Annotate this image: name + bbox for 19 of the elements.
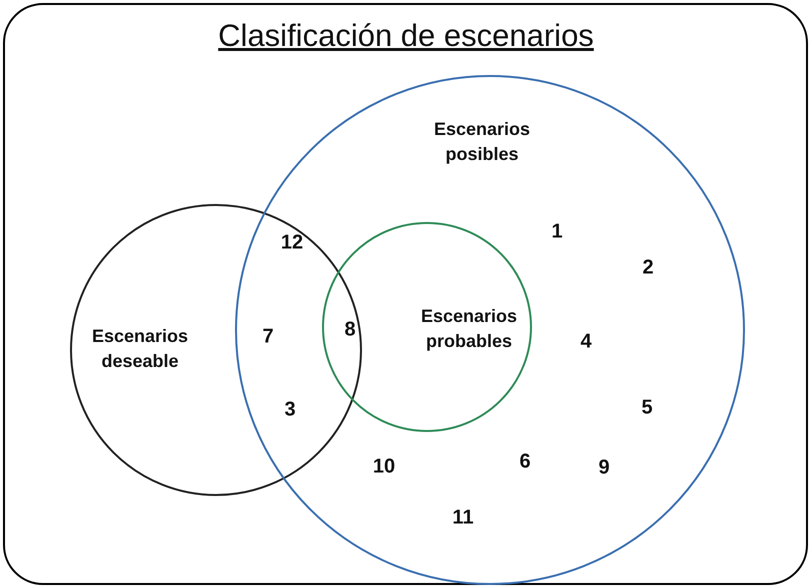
set-circle [235, 75, 745, 585]
set-circle [70, 204, 362, 496]
scenario-number: 9 [598, 456, 610, 480]
set-circle [322, 222, 532, 432]
set-label: Escenarios deseable [90, 325, 190, 374]
scenario-number: 12 [280, 232, 304, 254]
scenario-number: 4 [580, 330, 592, 354]
scenario-number: 2 [642, 256, 654, 280]
scenario-number: 1 [551, 220, 563, 244]
scenario-number: 8 [344, 318, 356, 342]
scenario-number: 11 [452, 506, 474, 530]
scenario-number: 5 [641, 396, 653, 420]
diagram-title: Clasificación de escenarios [217, 17, 595, 54]
scenario-number: 6 [519, 450, 531, 474]
scenario-number: 7 [262, 326, 274, 348]
set-label: Escenarios posibles [432, 118, 532, 166]
set-label: Escenarios probables [420, 305, 518, 354]
scenario-number: 10 [372, 456, 396, 478]
scenario-number: 3 [284, 398, 296, 422]
